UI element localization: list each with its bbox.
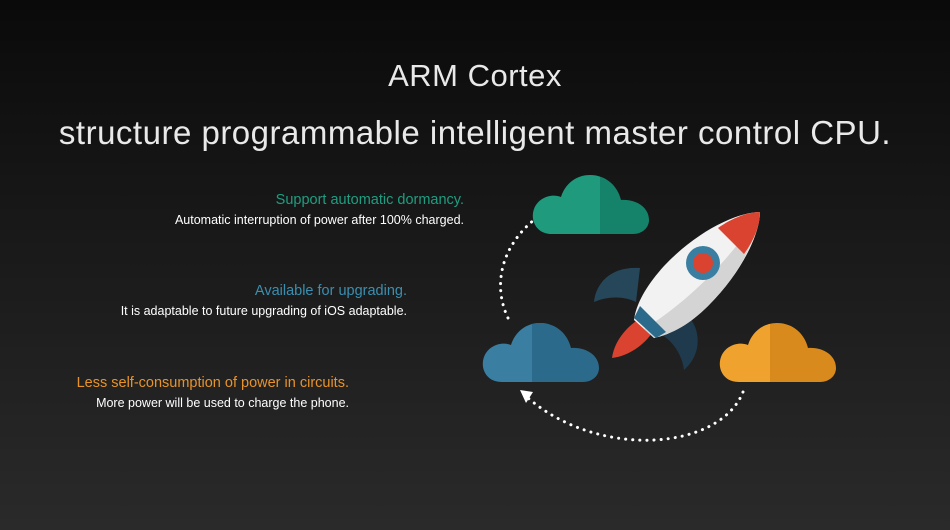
- feature-description: It is adaptable to future upgrading of i…: [120, 304, 407, 318]
- cloud-icon: [482, 323, 599, 382]
- feature-description: Automatic interruption of power after 10…: [174, 213, 464, 227]
- rocket-icon: [594, 212, 760, 370]
- heading-line-2: structure programmable intelligent maste…: [58, 114, 892, 151]
- feature-title: Less self-consumption of power in circui…: [76, 375, 349, 391]
- feature-description: More power will be used to charge the ph…: [96, 396, 349, 410]
- cloud-icon: [719, 323, 836, 382]
- cloud-icon: [532, 175, 649, 234]
- feature-upgrading: Available for upgrading. It is adaptable…: [121, 281, 407, 321]
- feature-dormancy: Support automatic dormancy. Automatic in…: [175, 190, 464, 230]
- feature-title: Support automatic dormancy.: [275, 192, 464, 208]
- feature-title: Available for upgrading.: [254, 283, 407, 299]
- feature-low-consumption: Less self-consumption of power in circui…: [77, 373, 349, 413]
- dotted-arrow-icon: [520, 390, 745, 442]
- heading-line-1: ARM Cortex: [388, 58, 562, 93]
